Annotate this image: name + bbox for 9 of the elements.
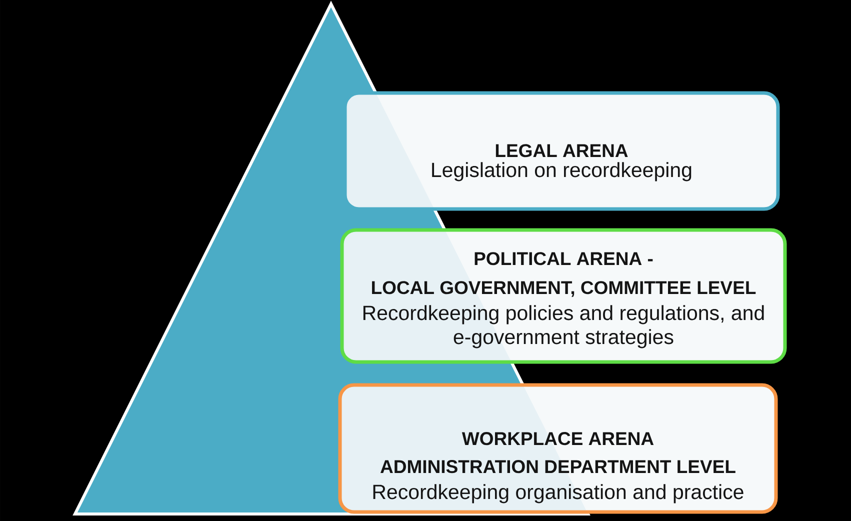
description: Recordkeeping policies and regulations, and e-government strategies	[363, 305, 764, 348]
heading: POLITICAL ARENA - LOCAL GOVERNMENT, COMMITTEE LEVEL	[372, 252, 756, 297]
description: Recordkeeping organisation and practice	[373, 484, 744, 504]
arena-box	[338, 383, 778, 514]
description: Legislation on recordkeeping	[432, 162, 692, 182]
arena-box	[343, 91, 780, 211]
heading: WORKPLACE ARENA ADMINISTRATION DEPARTMENT LEVEL	[380, 432, 736, 474]
arena-box	[340, 228, 787, 364]
heading: LEGAL ARENA	[496, 144, 628, 158]
